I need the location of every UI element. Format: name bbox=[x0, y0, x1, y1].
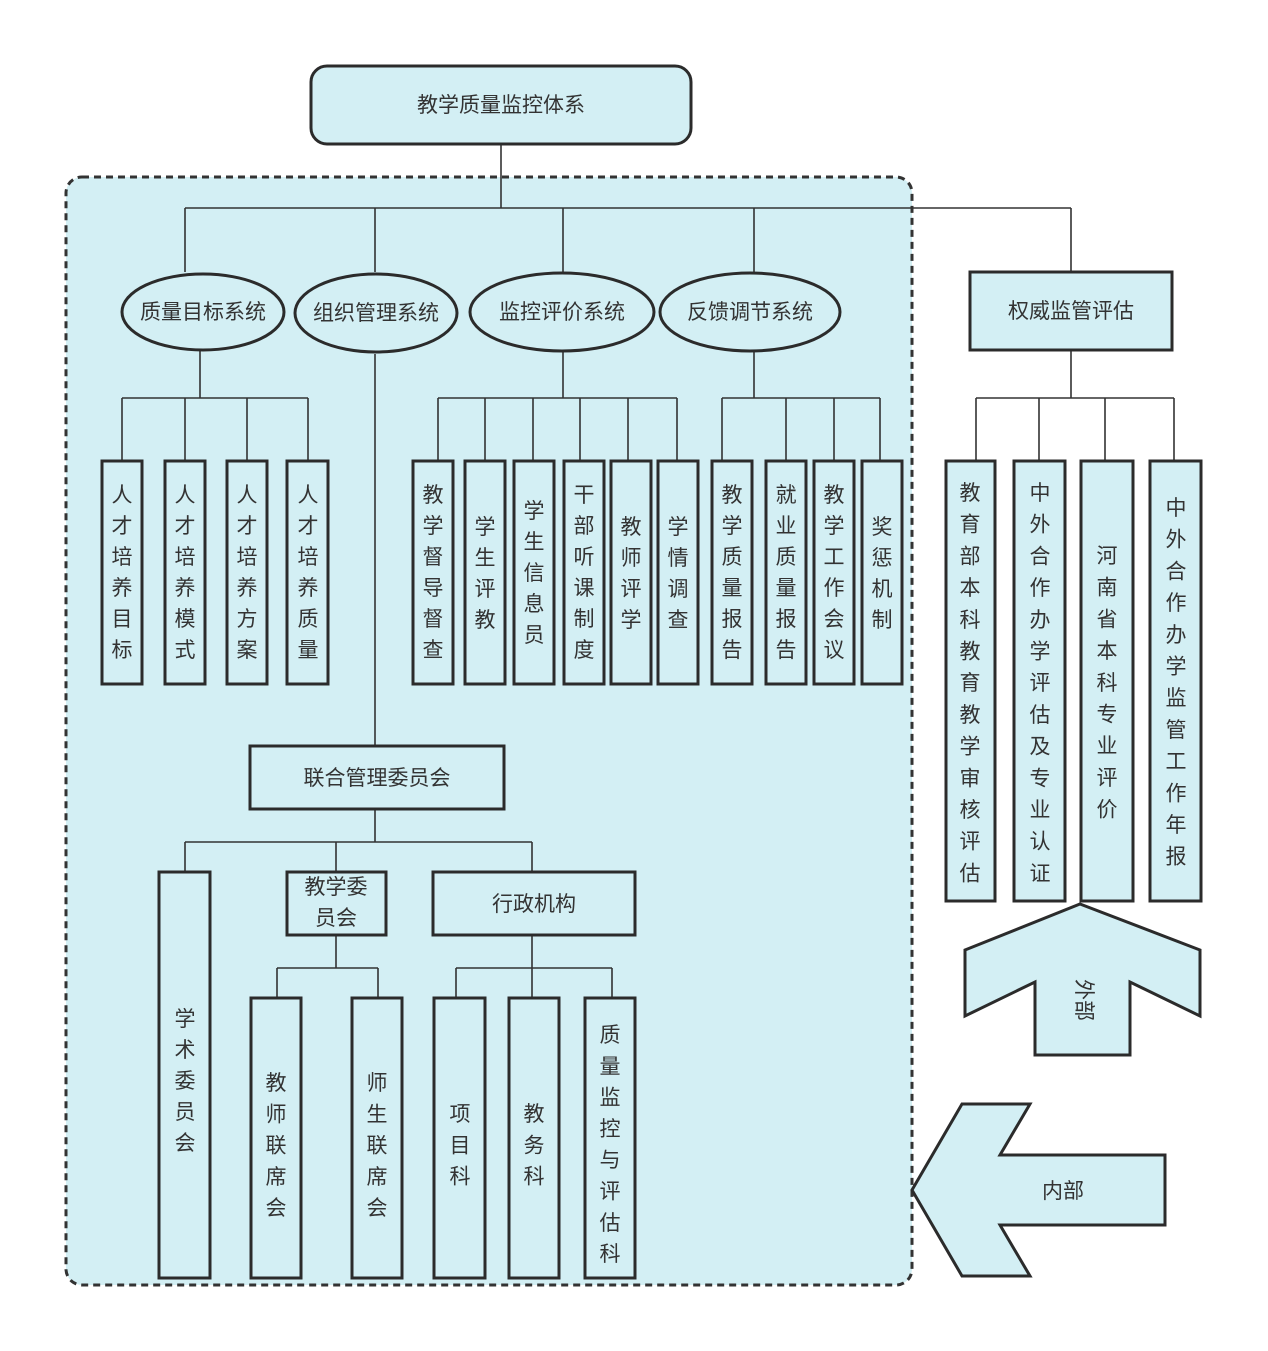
authority-child-box bbox=[1079, 459, 1135, 903]
connectors bbox=[121, 143, 1175, 998]
feedback-child-box bbox=[710, 459, 754, 686]
external-arrow-label: 外部 bbox=[1072, 979, 1096, 1021]
monitoring-child-label: 学情调查 bbox=[668, 515, 689, 632]
quality-child-box bbox=[100, 459, 144, 686]
monitoring-child-box bbox=[411, 459, 455, 686]
monitoring-child-label: 教学督导督查 bbox=[423, 483, 444, 662]
academic-committee-label: 学术委员会 bbox=[175, 1007, 196, 1155]
internal-arrow bbox=[910, 1102, 1167, 1278]
monitoring-child-box bbox=[512, 459, 556, 686]
teaching-child-label: 师生联席会 bbox=[367, 1071, 388, 1220]
monitoring-child-label: 干部听课制度 bbox=[574, 483, 595, 662]
admin-child-box bbox=[507, 996, 561, 1280]
feedback-child-box bbox=[764, 459, 808, 686]
monitoring-child-box bbox=[656, 459, 700, 686]
admin-child-label: 项目科 bbox=[450, 1102, 471, 1189]
teaching-child-box bbox=[249, 996, 303, 1280]
teaching-committee-label-line1: 教学委 bbox=[305, 875, 368, 899]
system-monitoring bbox=[468, 271, 656, 353]
authority-box bbox=[968, 270, 1174, 352]
admin-child-label: 教务科 bbox=[524, 1102, 545, 1189]
system-monitoring-label: 监控评价系统 bbox=[499, 300, 625, 324]
system-feedback bbox=[658, 271, 842, 353]
root-title: 教学质量监控体系 bbox=[417, 93, 585, 117]
monitoring-child-label: 学生信息员 bbox=[524, 499, 545, 647]
quality-child-box bbox=[225, 459, 269, 686]
quality-child-label: 人才培养质量 bbox=[298, 483, 319, 662]
teaching-child-box bbox=[350, 996, 404, 1280]
quality-child-box bbox=[285, 459, 330, 686]
authority-child-label: 河南省本科专业评价 bbox=[1097, 544, 1118, 822]
committee-box bbox=[248, 744, 506, 811]
internal-arrow-label: 内部 bbox=[1042, 1179, 1084, 1203]
system-quality-target bbox=[120, 272, 286, 352]
monitoring-child-box bbox=[463, 459, 507, 686]
system-quality-target-label: 质量目标系统 bbox=[140, 300, 266, 324]
external-arrow bbox=[963, 902, 1202, 1057]
feedback-child-label: 教学质量报告 bbox=[722, 483, 743, 662]
authority-child-box bbox=[1148, 459, 1203, 903]
quality-child-label: 人才培养模式 bbox=[175, 483, 196, 662]
authority-child-label: 中外合作办学评估及专业认证 bbox=[1030, 481, 1051, 885]
admin-child-box bbox=[432, 996, 487, 1280]
monitoring-child-box bbox=[609, 459, 653, 686]
authority-child-box bbox=[944, 459, 997, 903]
feedback-child-label: 教学工作会议 bbox=[824, 483, 845, 662]
quality-child-label: 人才培养方案 bbox=[237, 483, 258, 662]
teaching-committee-label-line2: 员会 bbox=[315, 906, 357, 930]
authority-child-box bbox=[1012, 459, 1067, 903]
committee-label: 联合管理委员会 bbox=[304, 766, 451, 790]
feedback-child-box bbox=[812, 459, 856, 686]
quality-child-box bbox=[163, 459, 207, 686]
feedback-child-label: 奖惩机制 bbox=[872, 515, 893, 632]
system-organization-label: 组织管理系统 bbox=[313, 301, 439, 325]
authority-child-label: 教育部本科教育教学审核评估 bbox=[960, 481, 981, 885]
admin-child-box bbox=[583, 996, 637, 1280]
authority-child-label: 中外合作办学监管工作年报 bbox=[1166, 496, 1187, 869]
monitoring-child-box bbox=[562, 459, 606, 686]
admin-label: 行政机构 bbox=[492, 892, 576, 916]
admin-box bbox=[431, 870, 637, 937]
system-feedback-label: 反馈调节系统 bbox=[687, 300, 813, 324]
feedback-child-label: 就业质量报告 bbox=[776, 483, 797, 662]
monitoring-child-label: 教师评学 bbox=[621, 515, 642, 632]
feedback-child-box bbox=[860, 459, 904, 686]
root-box bbox=[309, 64, 693, 146]
academic-committee-box bbox=[157, 870, 212, 1280]
monitoring-child-label: 学生评教 bbox=[475, 515, 496, 632]
authority-label: 权威监管评估 bbox=[1008, 299, 1134, 323]
admin-child-label: 质量监控与评估科 bbox=[600, 1023, 621, 1266]
teaching-child-label: 教师联席会 bbox=[266, 1071, 287, 1220]
quality-child-label: 人才培养目标 bbox=[112, 483, 133, 662]
system-organization bbox=[293, 272, 459, 354]
teaching-committee-box bbox=[285, 870, 388, 937]
